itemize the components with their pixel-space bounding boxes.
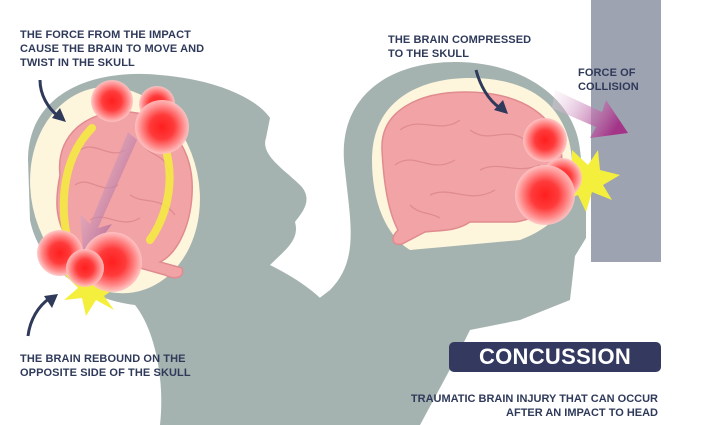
motion-arrow-icon <box>80 132 137 262</box>
spark-icon <box>566 150 620 212</box>
left-brain-folds <box>74 139 176 223</box>
impact-burst-icon <box>515 165 575 225</box>
impact-burst-icon <box>91 80 133 122</box>
impact-burst-icon <box>523 118 567 162</box>
collision-arrow-icon <box>552 90 628 138</box>
pointer-arrow-icon <box>474 69 501 110</box>
pointer-arrow-icon <box>494 100 508 114</box>
pointer-arrow-icon <box>26 296 51 337</box>
title-banner: CONCUSSION <box>449 342 661 372</box>
label-brain-compressed: THE BRAIN COMPRESSED TO THE SKULL <box>388 34 532 60</box>
right-brain-folds <box>394 119 541 219</box>
impact-burst-icon <box>66 249 104 287</box>
label-brain-rebound: THE BRAIN REBOUND ON THE OPPOSITE SIDE O… <box>20 353 191 379</box>
subtitle: TRAUMATIC BRAIN INJURY THAT CAN OCCUR AF… <box>410 393 658 419</box>
impact-burst-icon <box>135 100 189 154</box>
spark-icon <box>62 262 120 316</box>
label-force-of-collision: FORCE OF COLLISION <box>578 67 639 93</box>
pointer-arrow-icon <box>44 294 58 308</box>
pointer-arrow-icon <box>52 108 66 122</box>
page-title: CONCUSSION <box>478 344 632 369</box>
label-force-impact: THE FORCE FROM THE IMPACT CAUSE THE BRAI… <box>20 29 205 69</box>
